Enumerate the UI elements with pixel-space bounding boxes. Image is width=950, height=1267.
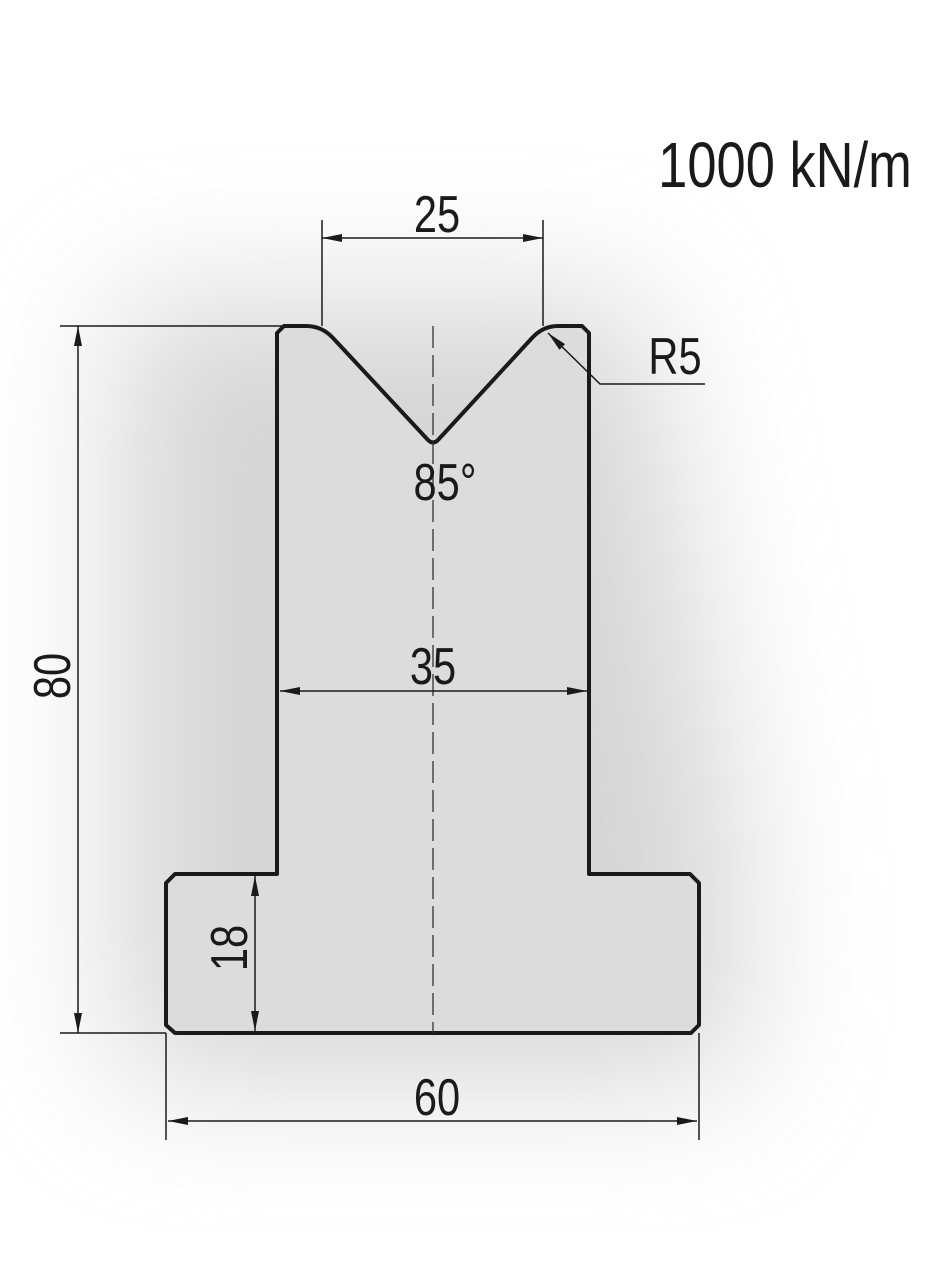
base-width-label: 60 [414,1068,460,1127]
rating-label: 1000 kN/m [658,130,912,201]
angle-label: 85° [414,453,477,512]
body-width-label: 35 [410,637,456,696]
base-height-label: 18 [200,925,259,971]
v-opening-label: 25 [414,185,460,244]
height-label: 80 [23,653,82,699]
radius-label: R5 [648,327,701,386]
dimension-lines [60,220,705,1140]
